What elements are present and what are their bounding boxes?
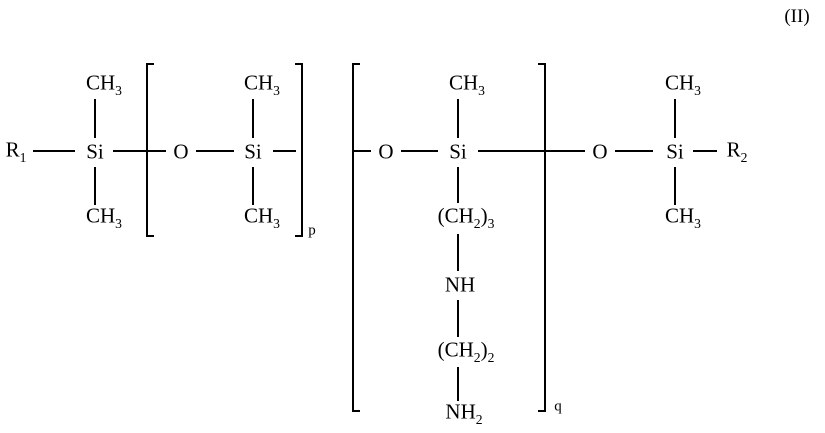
si-atom-4: Si bbox=[666, 139, 684, 164]
r1-group: R1 bbox=[5, 137, 27, 165]
methyl-group-si1-top: CH3 bbox=[85, 70, 123, 98]
methyl-group-si3-top: CH3 bbox=[448, 70, 486, 98]
oxygen-atom-1: O bbox=[173, 139, 189, 164]
methyl-group-si4-top: CH3 bbox=[664, 70, 702, 98]
bond-si2-methyl-bottom bbox=[252, 167, 254, 205]
formula-number-text: (II) bbox=[784, 6, 810, 27]
ethylene-group: (CH2)2 bbox=[437, 337, 495, 365]
bond-r1-si1 bbox=[33, 150, 75, 152]
bond-si3-o3 bbox=[478, 150, 585, 152]
bond-o3-si4 bbox=[615, 150, 653, 152]
si-atom-1: Si bbox=[86, 139, 104, 164]
bond-o1-si2 bbox=[196, 150, 234, 152]
si-atom-2: Si bbox=[244, 139, 262, 164]
bracket-close-p bbox=[295, 63, 303, 237]
methyl-group-si1-bottom: CH3 bbox=[85, 203, 123, 231]
bracket-open-p bbox=[146, 63, 154, 237]
bond-si3-methyl-top bbox=[457, 99, 459, 138]
bond-propylene-nh bbox=[457, 234, 459, 271]
bracket-open-q bbox=[352, 63, 360, 412]
bond-si2-bracket-p bbox=[273, 150, 296, 152]
methyl-group-si4-bottom: CH3 bbox=[664, 203, 702, 231]
subscript-q: q bbox=[554, 398, 562, 415]
methyl-group-si2-top: CH3 bbox=[243, 70, 281, 98]
bond-o2-si3 bbox=[401, 150, 438, 152]
oxygen-atom-2: O bbox=[378, 139, 394, 164]
subscript-p: p bbox=[308, 222, 316, 239]
propylene-group: (CH2)3 bbox=[437, 203, 495, 231]
methyl-group-si2-bottom: CH3 bbox=[243, 203, 281, 231]
bond-ethylene-nh2 bbox=[457, 367, 459, 401]
bond-si1-methyl-bottom bbox=[94, 167, 96, 205]
oxygen-atom-3: O bbox=[592, 139, 608, 164]
bond-bracket-q-o2 bbox=[353, 150, 371, 152]
bond-si3-propylene bbox=[457, 167, 459, 203]
si-atom-3: Si bbox=[449, 139, 467, 164]
bond-nh-ethylene bbox=[457, 300, 459, 337]
bracket-close-q bbox=[538, 63, 546, 412]
amine-nh2-group: NH2 bbox=[445, 399, 483, 427]
bond-si1-methyl-top bbox=[94, 99, 96, 138]
bond-si4-methyl-bottom bbox=[674, 167, 676, 205]
amine-nh-group: NH bbox=[444, 272, 476, 297]
bond-si2-methyl-top bbox=[252, 99, 254, 138]
bond-si1-o1 bbox=[113, 150, 166, 152]
formula-number-label: (II) bbox=[784, 6, 809, 28]
bond-si4-methyl-top bbox=[674, 99, 676, 138]
bond-si4-r2 bbox=[693, 150, 717, 152]
r2-group: R2 bbox=[726, 137, 748, 165]
